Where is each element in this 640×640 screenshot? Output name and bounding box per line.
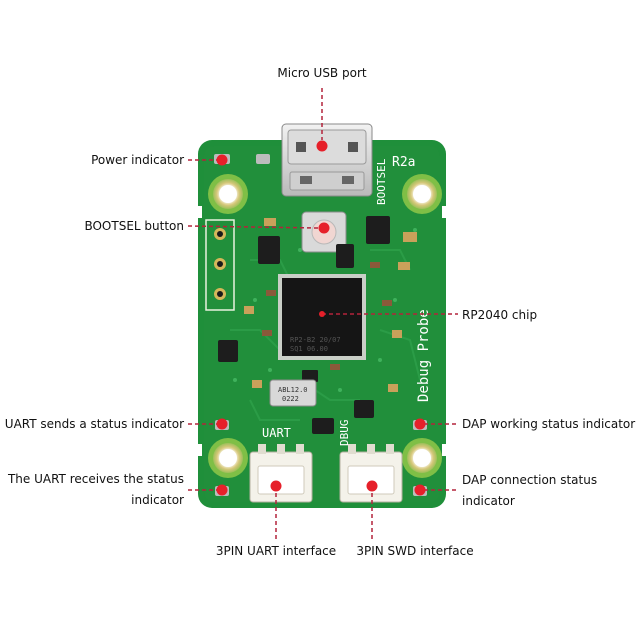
label-uart-receives-line2: indicator [131,493,184,507]
micro-usb-connector [281,123,373,197]
marker-3pin-uart [270,480,282,492]
mounting-hole-bottom-left [208,438,248,478]
marker-rp2040 [319,311,325,317]
label-dap-working: DAP working status indicator [462,417,636,431]
revision-silkscreen: R2a [392,155,415,170]
marker-bootsel [318,222,330,234]
mounting-hole-bottom-right [402,438,442,478]
marker-dap-working [414,418,426,430]
mounting-hole-top-left [208,174,248,214]
label-dap-connection-line2: indicator [462,494,515,508]
bootsel-silkscreen: BOOTSEL [375,158,388,205]
svg-text:0222: 0222 [282,395,299,403]
uart-connector-part [249,444,313,503]
svg-text:RP2-B2 20/07: RP2-B2 20/07 [290,336,341,344]
label-power-indicator: Power indicator [91,153,184,167]
label-micro-usb: Micro USB port [277,66,367,80]
marker-dap-connection [414,484,426,496]
label-rp2040-chip: RP2040 chip [462,308,538,322]
swd-connector-part [339,444,403,503]
marker-3pin-swd [366,480,378,492]
marker-uart-sends [216,418,228,430]
dbug-silkscreen: DBUG [338,420,351,447]
label-3pin-uart: 3PIN UART interface [215,544,337,558]
label-uart-receives-line1: The UART receives the status [7,472,184,486]
svg-text:SQ1 06.00: SQ1 06.00 [290,345,328,353]
crystal-part: ABL12.0 0222 [269,379,317,407]
label-uart-sends: UART sends a status indicator [4,417,184,431]
marker-power [216,154,228,166]
label-dap-connection-line1: DAP connection status [462,473,598,487]
svg-text:ABL12.0: ABL12.0 [278,386,308,394]
label-3pin-swd: 3PIN SWD interface [356,544,474,558]
leader-bootsel [187,225,319,229]
mounting-hole-top-right [402,174,442,214]
label-bootsel-button: BOOTSEL button [84,219,184,233]
debug-probe-silkscreen: Debug Probe [416,309,432,402]
uart-silkscreen: UART [262,426,291,440]
marker-uart-receives [216,484,228,496]
header-pins [205,219,235,311]
marker-micro-usb [316,140,328,152]
